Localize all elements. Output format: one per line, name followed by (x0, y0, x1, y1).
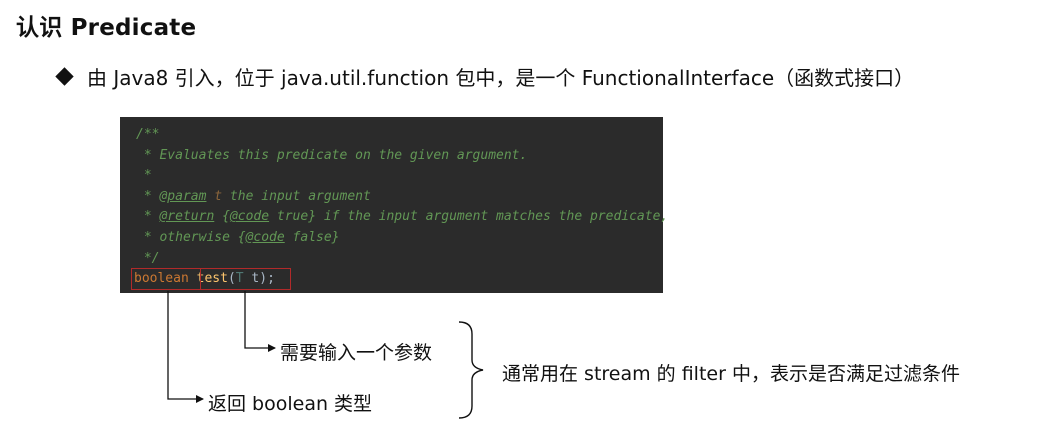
paren-open: ( (227, 271, 236, 287)
bullet-text: 由 Java8 引入，位于 java.util.function 包中，是一个 … (87, 66, 915, 90)
code-line-2: * Evaluates this predicate on the given … (136, 147, 528, 163)
method-name: test (196, 271, 228, 287)
code-text: * (136, 209, 160, 225)
code-line-8: boolean test(T t); (120, 269, 663, 290)
return-annotation: 返回 boolean 类型 (208, 393, 373, 415)
code-line-4: * @param t the input argument (120, 187, 663, 208)
return-arrow (167, 291, 204, 403)
code-line-1: /** (136, 127, 160, 142)
javadoc-tag: @code (229, 209, 270, 225)
page-title: 认识 Predicate (16, 15, 197, 41)
code-text: false} (284, 229, 340, 245)
code-text: * (136, 188, 160, 204)
code-text: { (214, 209, 230, 225)
param-annotation: 需要输入一个参数 (280, 342, 433, 364)
type-param: T (235, 271, 244, 287)
code-text: true} if the input argument matches the … (269, 209, 669, 225)
code-line-6: * otherwise {@code false} (120, 228, 663, 249)
javadoc-tag: @code (245, 229, 285, 245)
code-text: the input argument (222, 188, 371, 204)
usage-annotation: 通常用在 stream 的 filter 中，表示是否满足过滤条件 (502, 363, 960, 385)
code-line-3: * (136, 168, 152, 184)
javadoc-tag: @param (159, 188, 207, 204)
code-snippet: /** * Evaluates this predicate on the gi… (120, 117, 668, 293)
right-brace (458, 321, 484, 419)
parameter-highlight (200, 268, 291, 290)
keyword-boolean: boolean (134, 271, 189, 287)
code-line-5: * @return {@code true} if the input argu… (120, 207, 668, 228)
param-arrow (244, 291, 276, 352)
javadoc-param-name: t (206, 188, 223, 204)
code-text: * otherwise { (136, 229, 246, 245)
param-rest: t); (243, 271, 275, 287)
code-line-7: */ (136, 250, 160, 266)
javadoc-tag: @return (159, 209, 215, 225)
bullet-point: 由 Java8 引入，位于 java.util.function 包中，是一个 … (54, 62, 914, 91)
